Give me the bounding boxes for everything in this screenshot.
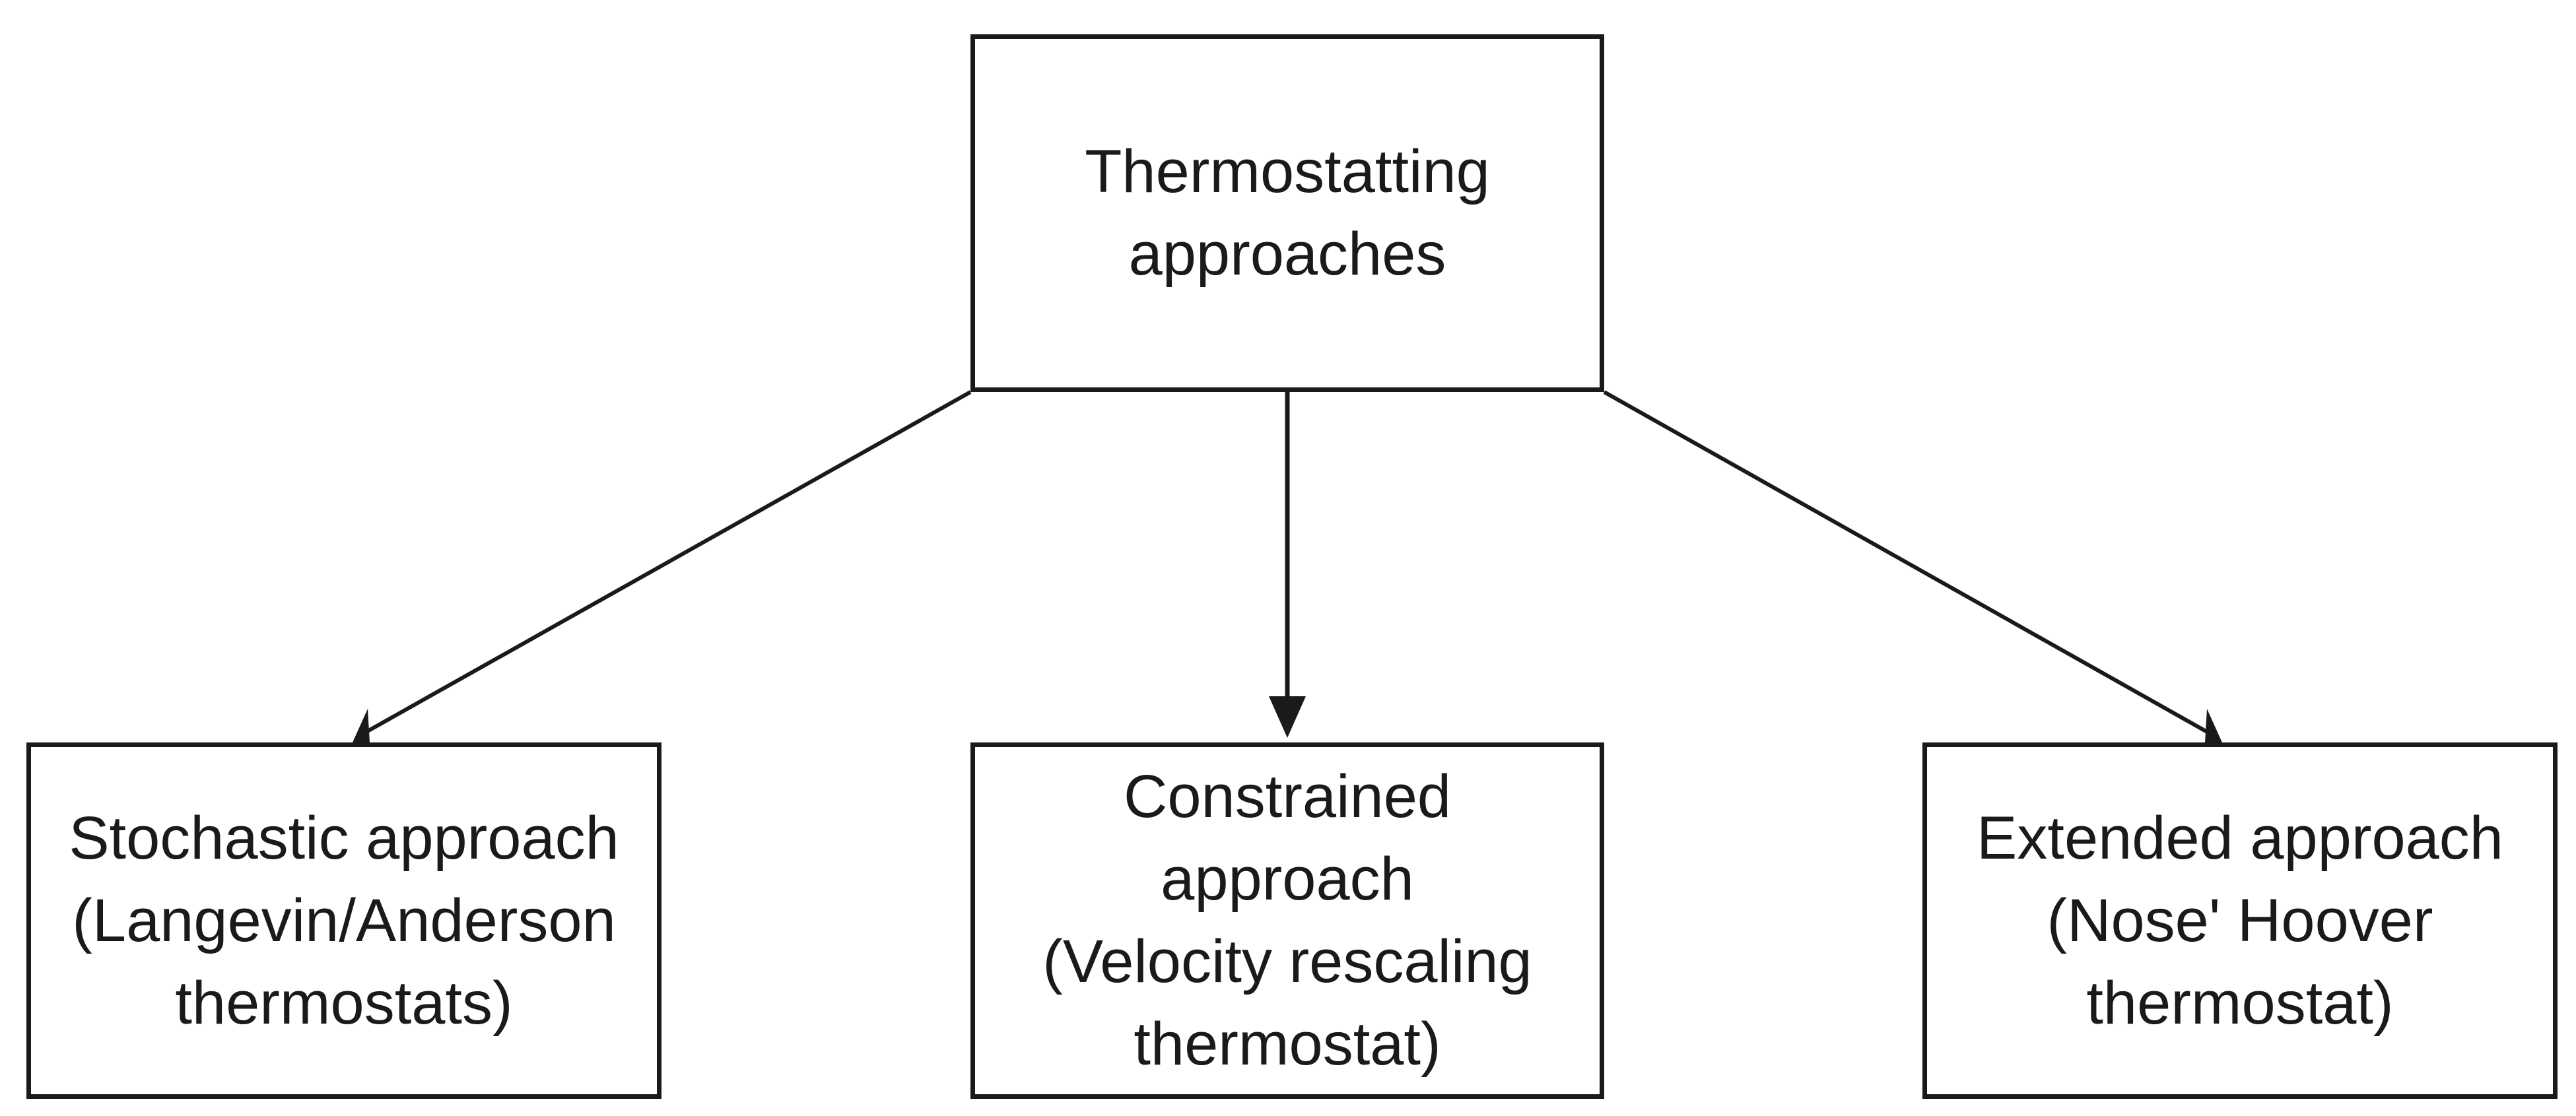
node-extended-approach: Extended approach (Nose' Hoover thermost…	[1922, 742, 2558, 1099]
node-label-line: thermostats)	[175, 969, 513, 1037]
node-label-line: Constrained	[1123, 763, 1452, 830]
node-label-line: Extended approach	[1977, 804, 2503, 872]
node-stochastic-approach: Stochastic approach (Langevin/Anderson t…	[26, 742, 661, 1099]
node-label-line: (Nose' Hoover	[2047, 886, 2433, 954]
node-label-line: (Velocity rescaling	[1042, 928, 1532, 995]
node-label-line: Thermostatting	[1085, 138, 1490, 205]
node-label-line: thermostat)	[2086, 969, 2394, 1037]
node-label-line: thermostat)	[1134, 1010, 1441, 1078]
node-label-line: approach	[1161, 845, 1414, 913]
arrowhead-stochastic	[353, 709, 370, 742]
edge-root-to-stochastic	[364, 390, 972, 735]
node-thermostatting-approaches: Thermostatting approaches	[970, 34, 1604, 392]
arrowhead-extended	[2205, 709, 2222, 742]
arrowhead-constrained	[1269, 696, 1306, 738]
node-label-line: Stochastic approach	[69, 804, 619, 872]
node-label-line: (Langevin/Anderson	[72, 886, 616, 954]
node-constrained-approach: Constrained approach (Velocity rescaling…	[970, 742, 1604, 1099]
node-label-line: approaches	[1128, 220, 1446, 288]
edge-root-to-extended	[1603, 390, 2210, 735]
